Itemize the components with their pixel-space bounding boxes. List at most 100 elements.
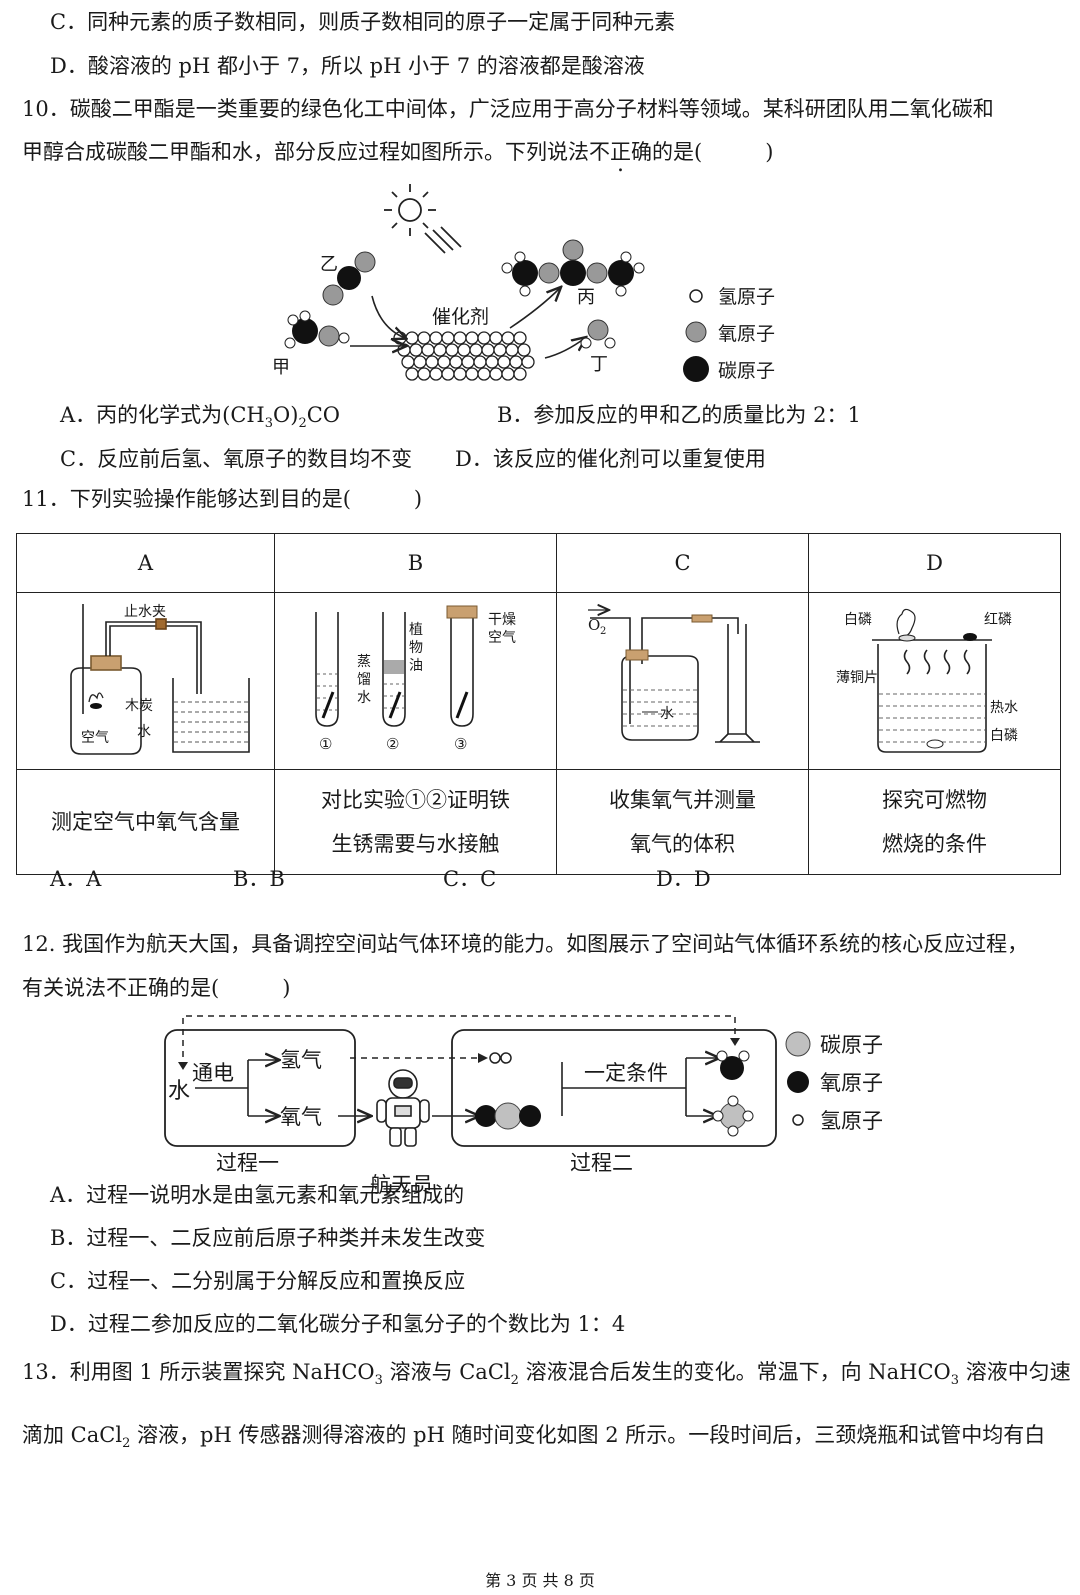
q12-stem-line2: 有关说法不正确的是( ) [22,976,291,1000]
q10-stem-line1: 10．碳酸二甲酯是一类重要的绿色化工中间体，广泛应用于高分子材料等领域。某科研团… [22,97,994,121]
catalyst-sphere [501,367,515,381]
label-jia: 甲 [272,357,290,378]
svg-text:空气: 空气 [488,630,516,646]
catalyst-sphere [425,355,439,369]
svg-text:止水夹: 止水夹 [124,604,166,620]
legend-carbon-icon [785,1031,811,1057]
catalyst-bed [393,331,535,381]
emphasis-not-correct: 不正确 [589,140,652,164]
svg-text:2: 2 [600,626,606,637]
svg-text:干燥: 干燥 [488,612,516,628]
water-surface-a [173,701,248,742]
legend-oxygen-icon [787,1071,809,1093]
svg-text:氧原子: 氧原子 [718,323,775,345]
header-b: B [274,533,557,593]
svg-text:馏: 馏 [357,672,371,688]
carbon-dioxide-molecule [475,1102,541,1130]
svg-text:氧气: 氧气 [280,1105,322,1129]
svg-text:空气: 空气 [81,730,109,746]
catalyst-sphere [485,355,499,369]
svg-text:氢原子: 氢原子 [718,286,775,308]
catalyst-sphere [497,355,511,369]
q9-option-c: C．同种元素的质子数相同，则质子数相同的原子一定属于同种元素 [50,10,676,34]
desc-c: 收集氧气并测量氧气的体积 [556,769,809,875]
legend-oxygen-icon [685,321,707,343]
q12-option-c: C．过程一、二分别属于分解反应和置换反应 [50,1269,466,1293]
molecule-jia [284,310,350,349]
svg-text:氧原子: 氧原子 [820,1071,883,1095]
svg-text:白磷: 白磷 [990,728,1018,744]
page-footer: 第 3 页 共 8 页 [485,1571,595,1590]
q10-option-d: D．该反应的催化剂可以重复使用 [455,447,766,471]
catalyst-sphere [421,343,435,357]
legend-hydrogen-icon [792,1114,804,1126]
svg-text:①: ① [319,735,332,753]
molecule-ding [580,319,616,349]
header-a: A [16,533,275,593]
label-catalyst: 催化剂 [432,306,489,328]
catalyst-sphere [437,355,451,369]
q10-reaction-diagram: 乙 甲 催化剂 丙 丁 [272,184,775,382]
q10-option-b: B．参加反应的甲和乙的质量比为 2：1 [497,403,861,427]
catalyst-sphere [405,367,419,381]
catalyst-sphere [401,355,415,369]
desc-b: 对比实验①②证明铁生锈需要与水接触 [274,769,557,875]
q12-cycle-diagram: 水 通电 氢气 氧气 一定条件 过程一 过程二 航天员 碳原子 [164,1015,883,1197]
svg-text:水: 水 [137,724,151,740]
legend-carbon-icon [683,356,709,382]
label-yi: 乙 [320,254,338,275]
hydrogen-molecule [489,1052,512,1064]
q13-line1: 13．利用图 1 所示装置探究 NaHCO3 溶液与 CaCl2 溶液混合后发生… [22,1360,1071,1389]
svg-text:水: 水 [357,690,371,706]
catalyst-sphere [493,343,507,357]
molecule-bing [501,239,645,297]
apparatus-a: 止水夹 木炭 空气 水 [16,592,275,770]
legend: 氢原子 氧原子 碳原子 [683,286,775,382]
svg-text:水: 水 [660,706,674,722]
svg-text:薄铜片: 薄铜片 [836,670,878,686]
molecule-yi [322,251,376,306]
catalyst-sphere [473,355,487,369]
catalyst-sphere [505,343,519,357]
desc-d: 探究可燃物燃烧的条件 [808,769,1061,875]
q11-option-a: A．A [50,867,102,891]
q12-option-b: B．过程一、二反应前后原子种类并未发生改变 [50,1226,486,1250]
svg-text:热水: 热水 [990,700,1018,716]
q11-stem: 11．下列实验操作能够达到目的是( ) [22,487,423,511]
catalyst-sphere [429,331,443,345]
legend-hydrogen-icon [689,289,703,303]
svg-text:②: ② [386,735,399,753]
svg-text:航天员: 航天员 [370,1173,433,1197]
svg-text:氢气: 氢气 [280,1048,322,1072]
catalyst-sphere [417,367,431,381]
catalyst-sphere [517,343,531,357]
catalyst-sphere [433,343,447,357]
apparatus-b: 植 物 油 蒸 馏 水 干燥 空气 ① ② ③ [274,592,557,770]
catalyst-sphere [501,331,515,345]
svg-text:蒸: 蒸 [357,654,371,670]
catalyst-sphere [457,343,471,357]
methane-molecule [712,1095,754,1137]
svg-text:白磷: 白磷 [844,612,872,628]
sun-icon [384,184,462,254]
svg-text:O: O [588,616,600,634]
q10-option-a: A．丙的化学式为(CH3O)2CO [60,403,341,432]
catalyst-sphere [509,355,523,369]
catalyst-sphere [453,367,467,381]
label-ding: 丁 [590,354,608,375]
catalyst-sphere [481,343,495,357]
q11-option-d: D．D [656,867,711,891]
svg-text:碳原子: 碳原子 [820,1033,883,1057]
label-bing: 丙 [577,287,595,308]
svg-text:过程一: 过程一 [216,1151,279,1175]
svg-text:过程二: 过程二 [570,1151,633,1175]
catalyst-sphere [489,367,503,381]
svg-text:油: 油 [409,658,423,674]
catalyst-sphere [513,331,527,345]
catalyst-sphere [521,355,535,369]
svg-text:木炭: 木炭 [125,698,153,714]
catalyst-sphere [429,367,443,381]
header-c: C [556,533,809,593]
q10-option-c: C．反应前后氢、氧原子的数目均不变 [60,447,413,471]
apparatus-c: O 2 水 [556,592,809,770]
